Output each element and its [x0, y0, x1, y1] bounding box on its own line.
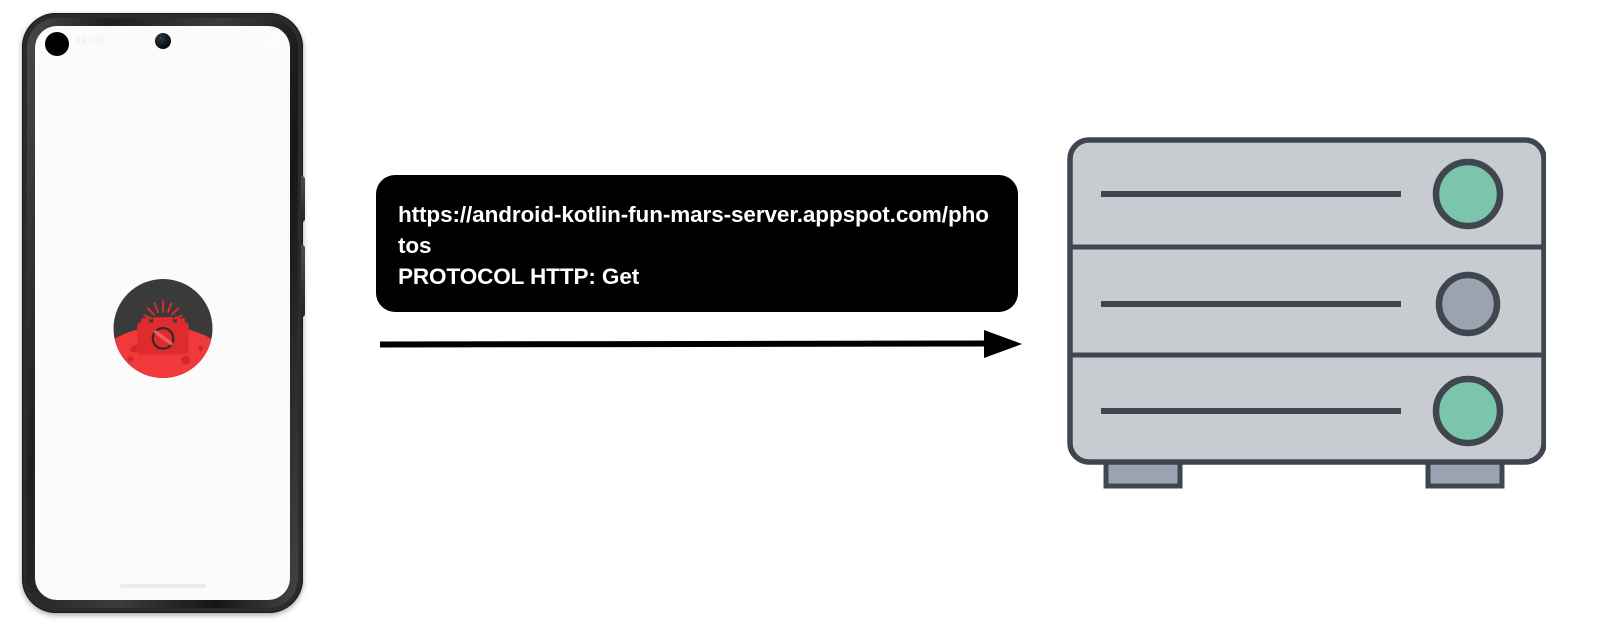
request-protocol: PROTOCOL HTTP: Get: [398, 264, 640, 289]
mars-photos-app-logo: [113, 279, 212, 378]
phone-screen[interactable]: 12:00: [35, 26, 290, 600]
led-indicator-idle: [1435, 271, 1501, 337]
notification-dot-icon: [45, 32, 69, 56]
led-indicator-active: [1432, 158, 1504, 230]
server-unit-3: [1101, 375, 1504, 447]
battery-icon: [271, 35, 278, 47]
gesture-nav-pill[interactable]: [119, 584, 206, 588]
server-unit-1: [1101, 158, 1504, 230]
signal-strength-icon: [258, 37, 267, 47]
request-detail-box: https://android-kotlin-fun-mars-server.a…: [376, 175, 1018, 312]
volume-button[interactable]: [301, 245, 305, 317]
led-indicator-active: [1432, 375, 1504, 447]
web-server: [1062, 130, 1547, 496]
status-bar-indicators: [258, 35, 278, 47]
request-url: https://android-kotlin-fun-mars-server.a…: [398, 202, 989, 258]
request-arrow-to-server: [378, 326, 1026, 362]
android-phone: 12:00: [22, 13, 305, 613]
status-bar-time: 12:00: [75, 35, 105, 47]
power-button[interactable]: [301, 176, 305, 222]
status-bar: 12:00: [35, 26, 290, 60]
front-camera-icon: [154, 33, 171, 49]
server-unit-2: [1101, 271, 1501, 337]
